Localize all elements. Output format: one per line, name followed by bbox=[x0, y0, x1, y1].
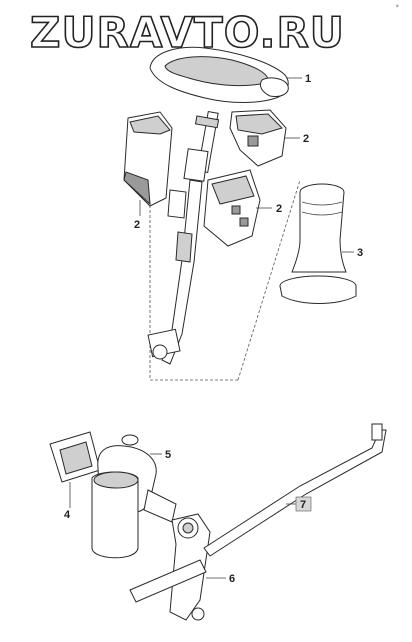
callout-7: 7 bbox=[300, 499, 306, 511]
part-7-shift-rod bbox=[203, 423, 387, 557]
part-3-boot bbox=[279, 183, 357, 304]
callout-5: 5 bbox=[165, 449, 171, 461]
part-6-lever bbox=[129, 513, 211, 621]
assembly-frame-left bbox=[149, 120, 238, 381]
part-5-actuator bbox=[91, 434, 177, 559]
watermark-text: ZURAVTO.RU bbox=[30, 8, 345, 57]
part-4-gasket bbox=[49, 431, 101, 483]
part-2-shroud-left bbox=[123, 111, 173, 207]
callout-4: 4 bbox=[64, 509, 71, 521]
corner-mark: ⸗ bbox=[396, 1, 399, 10]
part-1-steering-cover bbox=[149, 46, 289, 103]
callout-1: 1 bbox=[305, 73, 311, 85]
callout-2a: 2 bbox=[134, 219, 140, 231]
callout-6: 6 bbox=[229, 573, 235, 585]
callout-2c: 2 bbox=[276, 203, 282, 215]
callout-3: 3 bbox=[357, 247, 363, 259]
steering-column-shaft bbox=[147, 111, 220, 365]
callout-2b: 2 bbox=[303, 133, 309, 145]
part-2-switch-housing-upper bbox=[229, 109, 287, 167]
callout-7-tag bbox=[295, 496, 312, 512]
part-2-shroud-lower bbox=[203, 169, 261, 247]
